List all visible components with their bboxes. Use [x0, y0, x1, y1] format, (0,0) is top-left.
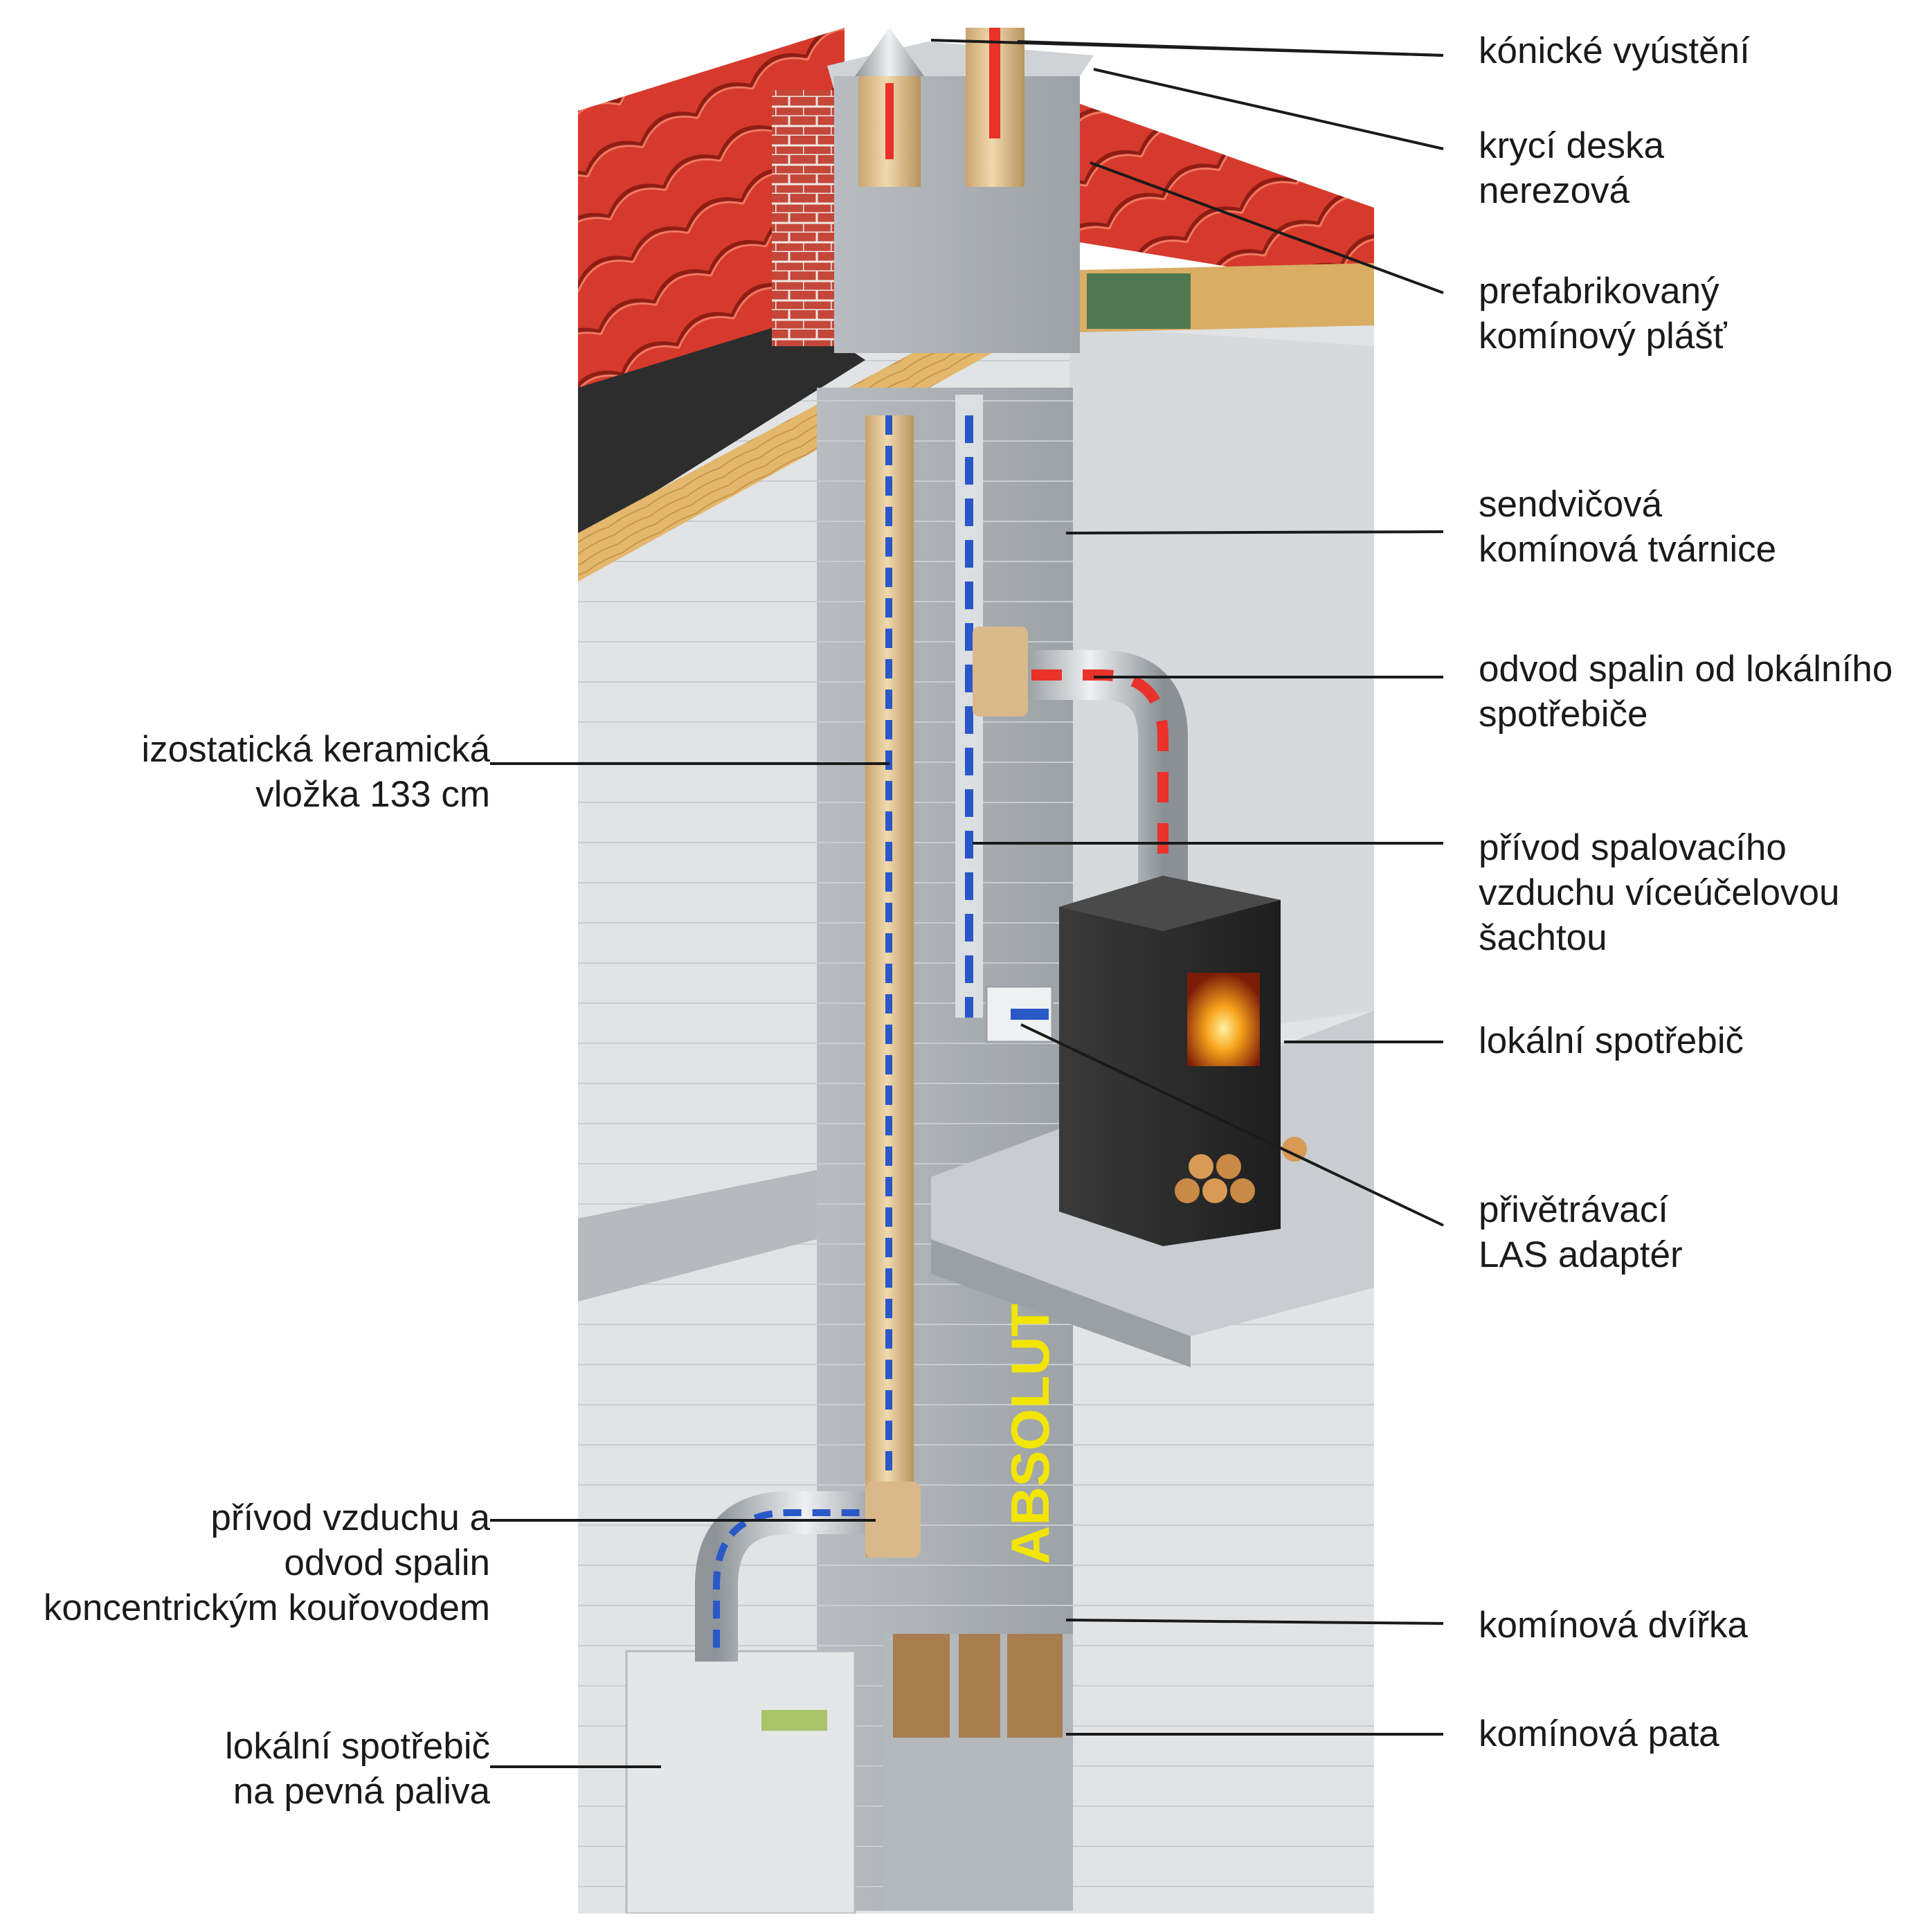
- label-line: přívod vzduchu a: [210, 1497, 490, 1538]
- label-line: komínová pata: [1479, 1713, 1719, 1754]
- label-line: spotřebiče: [1479, 694, 1648, 735]
- floor-slab-left: [578, 1170, 817, 1302]
- label-line: vložka 133 cm: [255, 774, 490, 815]
- leader-line: [1093, 68, 1444, 150]
- leader-line: [1065, 1619, 1444, 1625]
- leader-line: [1065, 530, 1444, 534]
- label-kominovy-plast: prefabrikovaný komínový plášť: [1479, 269, 1727, 359]
- brick-stack: [772, 90, 838, 346]
- roof-solar-panel: [578, 318, 865, 540]
- label-line: sendvičová: [1479, 484, 1663, 525]
- label-line: LAS adaptér: [1479, 1234, 1683, 1275]
- label-line: na pevná paliva: [233, 1771, 490, 1812]
- label-odvod-spalin: odvod spalin od lokálního spotřebiče: [1479, 647, 1893, 737]
- leader-line: [930, 39, 1444, 57]
- label-kominova-pata: komínová pata: [1479, 1711, 1719, 1756]
- label-line: přívod spalovacího: [1479, 827, 1787, 868]
- label-line: nerezová: [1479, 170, 1630, 211]
- leader-line: [1020, 1023, 1444, 1227]
- label-line: komínová tvárnice: [1479, 529, 1777, 570]
- stove-fire-window: [1187, 973, 1260, 1066]
- label-line: vzduchu víceúčelovou: [1479, 872, 1840, 913]
- chimney-cleaning-doors: [893, 1634, 1063, 1738]
- leader-lines: [490, 39, 1444, 1768]
- label-las-adapter: přivětrávací LAS adaptér: [1479, 1187, 1683, 1277]
- label-line: komínový plášť: [1479, 316, 1727, 357]
- label-kominova-dvirka: komínová dvířka: [1479, 1603, 1748, 1648]
- label-konicke-vyusteni: kónické vyústění: [1479, 28, 1750, 73]
- label-line: odvod spalin: [284, 1542, 490, 1583]
- roof-tiles-right: [1080, 104, 1374, 291]
- label-koncentricky-kourovod: přívod vzduchu a odvod spalin koncentric…: [44, 1495, 490, 1630]
- label-line: izostatická keramická: [141, 729, 490, 770]
- label-line: kónické vyústění: [1479, 30, 1750, 71]
- label-lokalni-spotrebic: lokální spotřebič: [1479, 1018, 1744, 1063]
- label-kryci-deska: krycí deska nerezová: [1479, 123, 1664, 213]
- label-line: šachtou: [1479, 917, 1607, 958]
- label-line: krycí deska: [1479, 125, 1665, 166]
- label-line: koncentrickým kouřovodem: [43, 1587, 490, 1628]
- conical-terminal: [855, 28, 1024, 187]
- label-line: přivětrávací: [1479, 1189, 1668, 1230]
- label-line: komínová dvířka: [1479, 1605, 1748, 1646]
- boiler-appliance: [625, 1650, 856, 1915]
- label-line: lokální spotřebič: [1479, 1020, 1744, 1061]
- label-spotrebic-pevna-paliva: lokální spotřebič na pevná paliva: [225, 1724, 490, 1814]
- label-privod-vzduchu-sachtou: přívod spalovacího vzduchu víceúčelovou …: [1479, 825, 1840, 960]
- label-keramicka-vlozka: izostatická keramická vložka 133 cm: [141, 727, 490, 817]
- label-line: lokální spotřebič: [225, 1726, 490, 1767]
- label-kominova-tvarnice: sendvičová komínová tvárnice: [1479, 482, 1776, 572]
- label-line: prefabrikovaný: [1479, 271, 1719, 312]
- brand-logo-text: ABSOLUT: [1000, 1304, 1060, 1565]
- wood-stove: [1059, 876, 1281, 1246]
- label-line: odvod spalin od lokálního: [1479, 649, 1893, 690]
- firewood-stack: [1175, 1137, 1307, 1203]
- leader-line: [1090, 161, 1444, 294]
